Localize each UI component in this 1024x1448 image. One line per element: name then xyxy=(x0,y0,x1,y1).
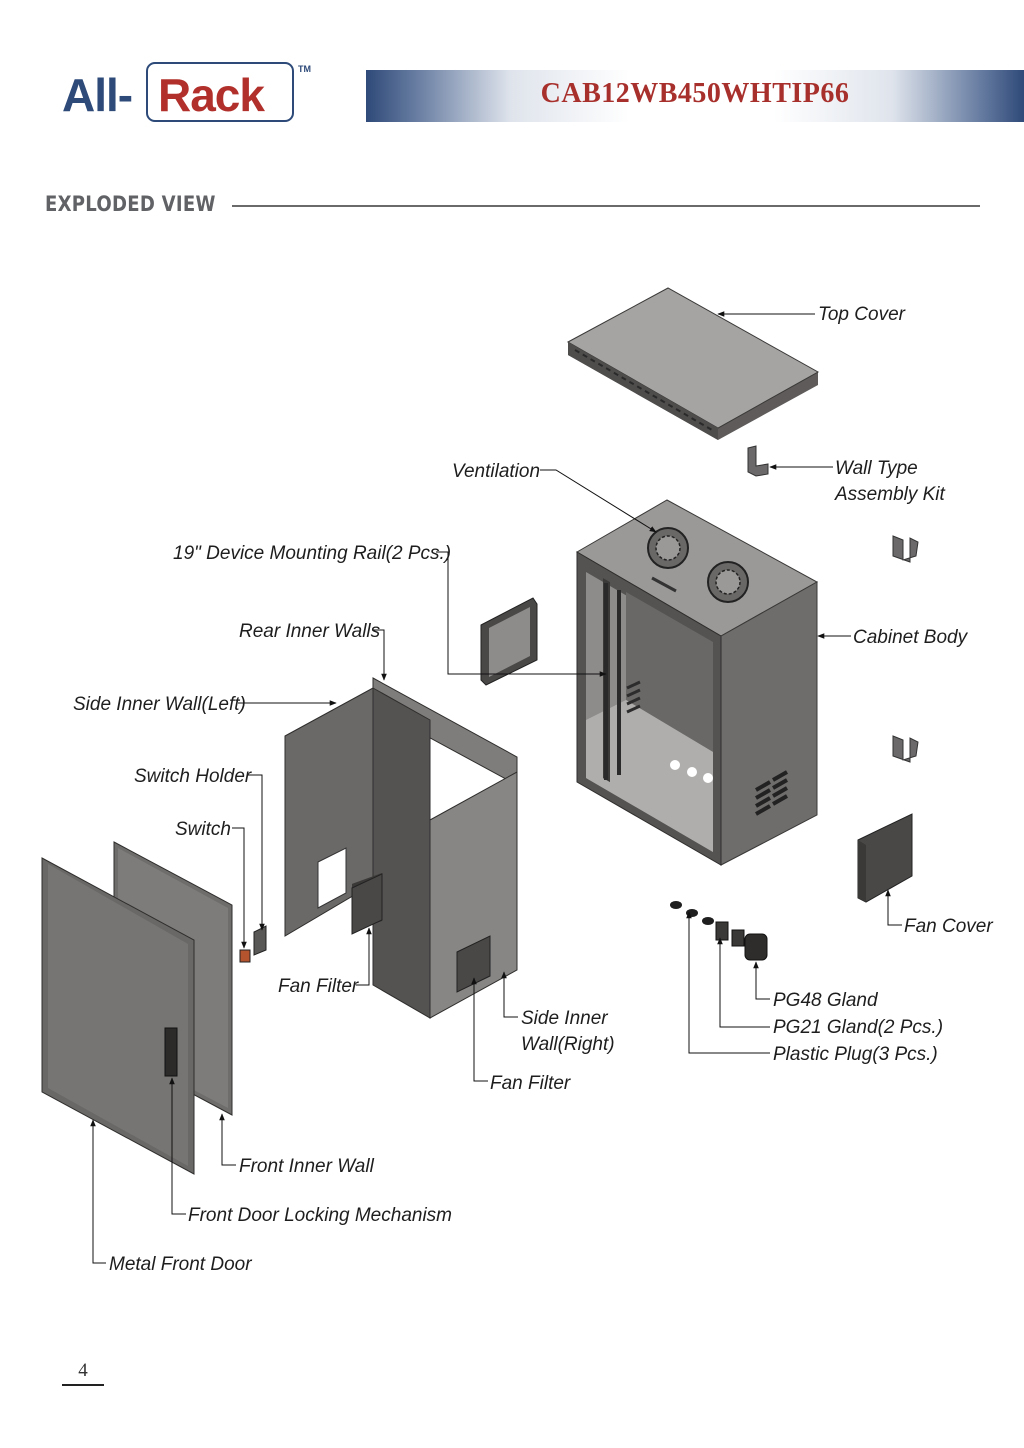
label-front-door-locking: Front Door Locking Mechanism xyxy=(188,1205,452,1226)
logo-text-all: All- xyxy=(62,69,133,121)
label-side-inner-wall-left: Side Inner Wall(Left) xyxy=(73,694,246,715)
fan-filter-frame xyxy=(480,597,538,686)
label-rear-inner-walls: Rear Inner Walls xyxy=(239,621,381,642)
label-plastic-plug: Plastic Plug(3 Pcs.) xyxy=(773,1044,938,1065)
switch-part xyxy=(239,925,267,963)
label-ventilation: Ventilation xyxy=(452,461,540,482)
label-pg21-gland: PG21 Gland(2 Pcs.) xyxy=(773,1017,943,1038)
label-cabinet-body: Cabinet Body xyxy=(853,627,969,648)
rear-inner-walls-part xyxy=(284,677,518,1019)
label-wall-kit-line1: Wall Type xyxy=(835,458,918,479)
section-title: EXPLODED VIEW xyxy=(45,192,216,216)
fan-cover-part xyxy=(857,813,913,903)
page-number-underline xyxy=(62,1384,104,1386)
label-pg48-gland: PG48 Gland xyxy=(773,990,879,1011)
label-fan-cover: Fan Cover xyxy=(904,916,993,937)
brand-logo: All- Rack TM xyxy=(60,60,320,130)
logo-trademark: TM xyxy=(298,64,311,74)
logo-text-rack: Rack xyxy=(158,69,265,121)
label-mounting-rail: 19" Device Mounting Rail(2 Pcs.) xyxy=(173,543,451,564)
label-side-inner-right-line2: Wall(Right) xyxy=(521,1034,615,1055)
wall-kit-brackets xyxy=(747,445,919,763)
label-wall-kit-line2: Assembly Kit xyxy=(834,484,946,505)
label-top-cover: Top Cover xyxy=(818,304,906,325)
header-banner: CAB12WB450WHTIP66 xyxy=(366,70,1024,122)
logo-frame xyxy=(146,62,294,122)
model-title: CAB12WB450WHTIP66 xyxy=(540,78,850,109)
label-front-inner-wall: Front Inner Wall xyxy=(239,1156,375,1177)
label-metal-front-door: Metal Front Door xyxy=(109,1254,252,1275)
plugs-and-glands xyxy=(670,901,768,961)
label-fan-filter-left: Fan Filter xyxy=(278,976,359,997)
leader-lines xyxy=(90,311,902,1264)
label-switch: Switch xyxy=(175,819,231,840)
metal-front-door-part xyxy=(41,857,195,1175)
label-fan-filter-right: Fan Filter xyxy=(490,1073,571,1094)
section-divider xyxy=(232,205,980,207)
label-switch-holder: Switch Holder xyxy=(134,766,252,787)
label-side-inner-right-line1: Side Inner xyxy=(521,1008,608,1029)
top-cover-part xyxy=(566,287,820,440)
cabinet-body-part xyxy=(576,499,819,866)
page-number: 4 xyxy=(78,1360,88,1381)
